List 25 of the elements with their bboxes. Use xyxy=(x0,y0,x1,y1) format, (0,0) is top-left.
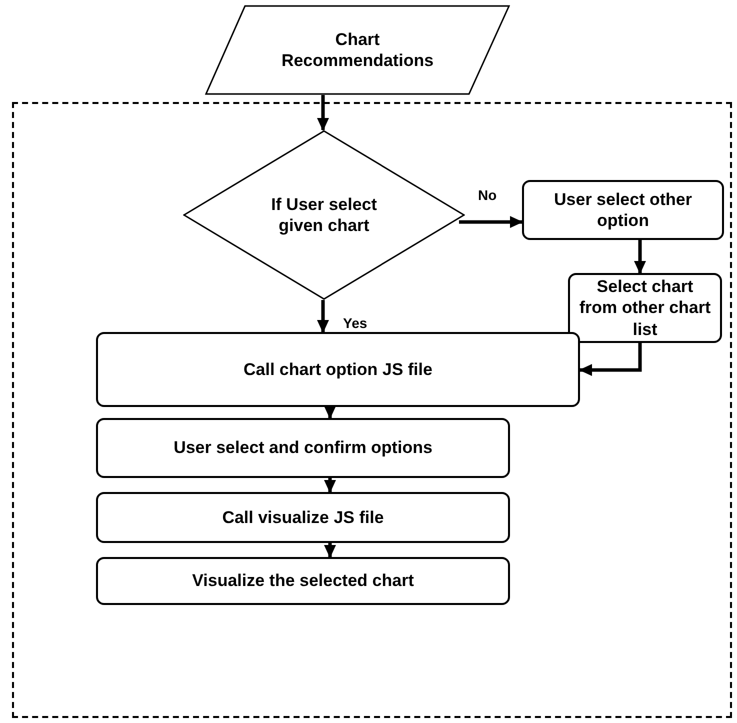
node-label: User select and confirm options xyxy=(174,437,432,459)
arrow xyxy=(324,478,336,493)
node-label: Select chart from other chart list xyxy=(578,276,712,340)
node-label: Chart Recommendations xyxy=(280,28,435,72)
process-box xyxy=(96,332,580,407)
node-label: Call visualize JS file xyxy=(222,506,384,528)
arrow xyxy=(634,240,646,274)
process-box xyxy=(522,180,724,240)
arrow xyxy=(459,216,523,228)
node-label: Visualize the selected chart xyxy=(192,570,414,592)
node-label: User select other option xyxy=(553,188,693,232)
node-label: Call chart option JS file xyxy=(244,358,432,380)
arrow xyxy=(324,406,336,419)
arrow xyxy=(317,300,329,333)
process-box xyxy=(96,418,510,478)
process-box xyxy=(96,557,510,605)
process-box xyxy=(96,492,510,543)
arrow xyxy=(317,95,329,131)
process-box xyxy=(568,273,722,343)
edge-label: No xyxy=(478,188,497,202)
arrow xyxy=(579,343,642,376)
node-label: If User select given chart xyxy=(270,194,378,236)
edge-label: Yes xyxy=(343,316,368,330)
arrow xyxy=(324,543,336,558)
dashed-boundary xyxy=(12,102,732,718)
